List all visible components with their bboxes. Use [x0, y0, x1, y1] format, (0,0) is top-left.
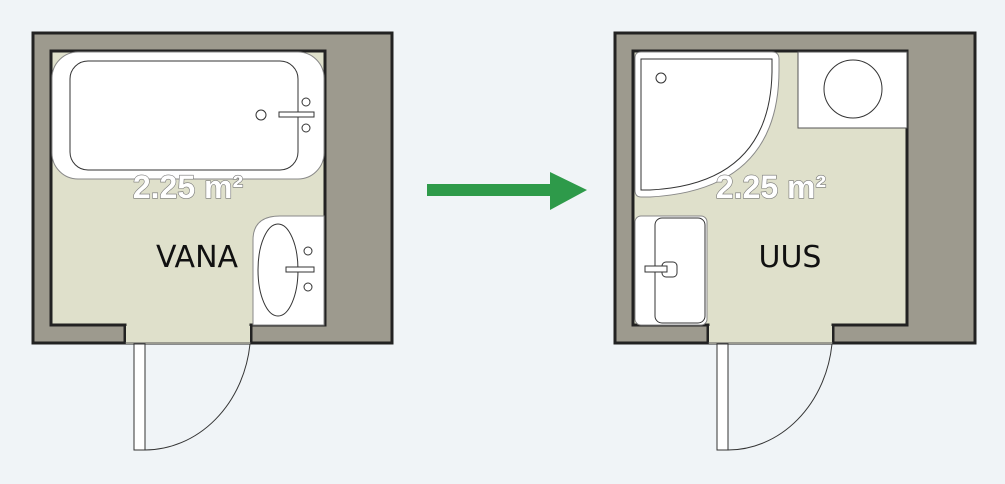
arrow-shaft — [427, 184, 553, 196]
washing-machine-drum — [823, 59, 883, 119]
corner-shower — [634, 51, 780, 198]
plan-before: 2.25 m² VANA — [31, 31, 394, 451]
vanity-faucet — [644, 265, 668, 273]
door — [133, 343, 251, 451]
shower-drain — [655, 72, 667, 84]
doorway-floor — [126, 326, 250, 344]
door-swing-arc — [144, 343, 251, 451]
sink — [252, 215, 325, 326]
bathtub-tap-knob — [301, 123, 311, 133]
sink-tap-knob — [303, 246, 313, 256]
doorway-floor — [709, 326, 832, 344]
area-label-before: 2.25 m² — [133, 169, 243, 205]
door — [716, 343, 833, 451]
sink-faucet — [285, 266, 315, 273]
bathtub-faucet — [278, 111, 315, 118]
shower-tray — [640, 58, 773, 191]
door-leaf — [716, 343, 729, 451]
bathtub — [51, 51, 325, 180]
sink-tap-knob — [303, 282, 313, 292]
washing-machine — [797, 51, 908, 129]
plan-after: 2.25 m² UUS — [613, 31, 977, 451]
area-label-after: 2.25 m² — [716, 169, 826, 205]
door-swing-arc — [727, 343, 833, 451]
arrow-head — [550, 172, 587, 210]
vanity-sink — [634, 215, 708, 326]
plan-label-before: VANA — [156, 240, 239, 275]
bathtub-drain — [255, 109, 267, 121]
arrow-right-icon — [427, 172, 587, 210]
plan-label-after: UUS — [759, 240, 822, 275]
bathtub-tap-knob — [301, 97, 311, 107]
door-leaf — [133, 343, 146, 451]
